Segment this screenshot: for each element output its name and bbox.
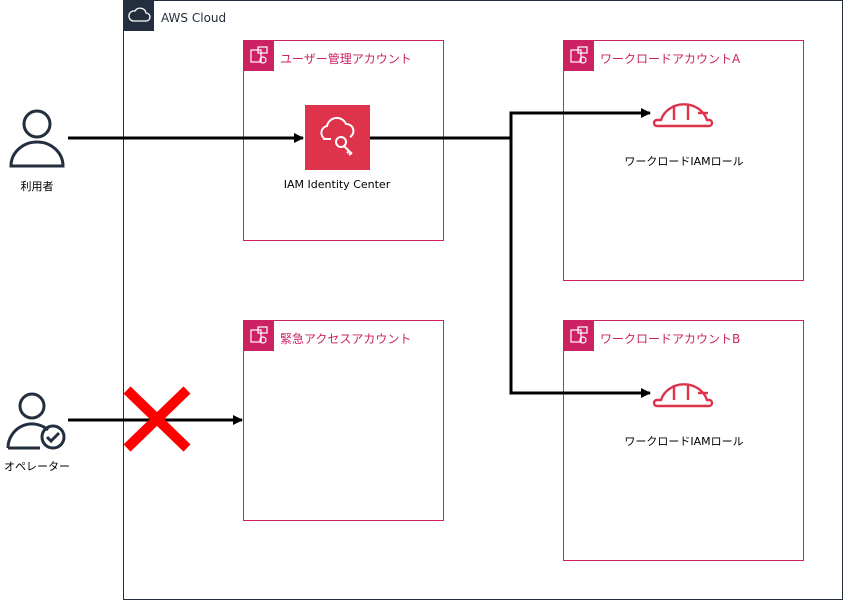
cloud-label: AWS Cloud <box>161 11 227 25</box>
account-icon <box>564 41 594 71</box>
account-label: ワークロードアカウントA <box>600 52 741 66</box>
iam-identity-center-icon <box>305 105 370 170</box>
blocked-x-icon <box>123 386 191 452</box>
account-icon <box>244 41 274 71</box>
role-a-label: ワークロードIAMロール <box>624 155 744 168</box>
arrow-identity-center-to-role-a <box>370 108 651 140</box>
account-label: ユーザー管理アカウント <box>280 52 412 66</box>
arrow-identity-center-to-role-b <box>509 138 651 398</box>
account-workload-a: ワークロードアカウントA <box>563 40 804 281</box>
identity-center-label: IAM Identity Center <box>283 178 391 191</box>
iam-role-helmet-icon <box>652 93 716 133</box>
account-label: ワークロードアカウントB <box>600 332 741 346</box>
account-emergency-access: 緊急アクセスアカウント <box>243 320 444 521</box>
iam-role-helmet-icon <box>652 373 716 413</box>
operator-user-check-icon <box>6 392 68 452</box>
aws-cloud-group: AWS Cloud <box>123 0 843 600</box>
account-icon <box>244 321 274 351</box>
user-icon <box>8 108 66 170</box>
operator-label: オペレーター <box>4 460 70 473</box>
cloud-icon <box>124 1 154 31</box>
account-workload-b: ワークロードアカウントB <box>563 320 804 561</box>
account-icon <box>564 321 594 351</box>
account-label: 緊急アクセスアカウント <box>280 332 412 346</box>
user-label: 利用者 <box>20 180 54 193</box>
role-b-label: ワークロードIAMロール <box>624 435 744 448</box>
